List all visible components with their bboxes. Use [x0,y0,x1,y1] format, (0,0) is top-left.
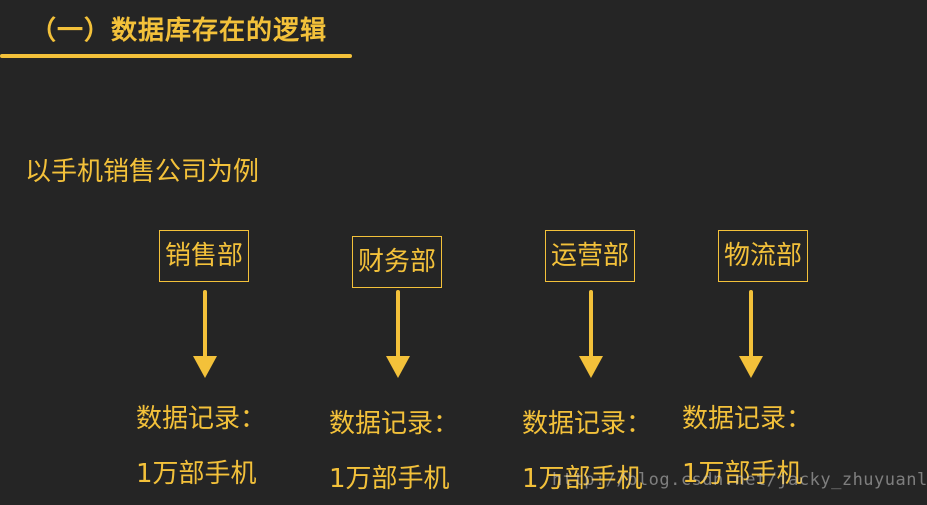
intro-text: 以手机销售公司为例 [25,157,260,187]
department-box-logistics: 物流部 [718,230,809,282]
record-label: 数据记录： [522,409,653,439]
record-value: 1万部手机 [522,464,643,494]
record-label: 数据记录： [136,404,267,434]
record-value: 1万部手机 [329,464,450,494]
record-value: 1万部手机 [682,459,803,489]
department-box-sales: 销售部 [159,230,250,282]
department-box-operations: 运营部 [545,230,636,282]
record-label: 数据记录： [682,404,813,434]
down-arrow-icon [386,290,410,378]
department-box-finance: 财务部 [352,236,443,288]
down-arrow-icon [739,290,763,378]
down-arrow-icon [579,290,603,378]
slide-title: （一）数据库存在的逻辑 [30,16,328,46]
record-label: 数据记录： [329,409,460,439]
watermark: http://blog.csdn.net/jacky_zhuyuanlu [552,470,927,490]
title-underline [0,54,352,58]
down-arrow-icon [193,290,217,378]
record-value: 1万部手机 [136,459,257,489]
